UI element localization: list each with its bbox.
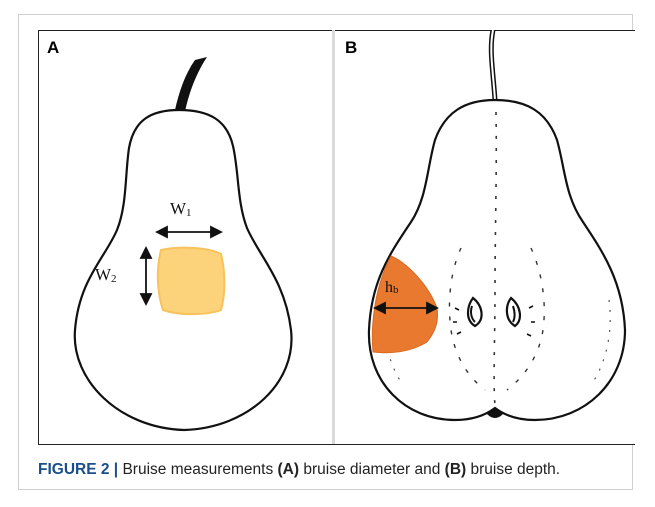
pear-stem	[175, 57, 207, 112]
panel-b: B	[335, 30, 635, 444]
whole-pear-drawing: W1 W2	[39, 30, 332, 444]
cut-pear-drawing: hb	[335, 30, 635, 444]
figure-caption: FIGURE 2 | Bruise measurements (A) bruis…	[38, 461, 633, 479]
panel-a: A W1 W2	[39, 30, 332, 444]
caption-ref-b: (B)	[445, 461, 467, 478]
caption-text-1: Bruise measurements	[118, 461, 277, 478]
caption-label: FIGURE 2 |	[38, 461, 118, 478]
caption-ref-a: (A)	[278, 461, 300, 478]
caption-text-3: bruise depth.	[466, 461, 560, 478]
bruise-surface	[158, 248, 225, 314]
caption-text-2: bruise diameter and	[299, 461, 445, 478]
